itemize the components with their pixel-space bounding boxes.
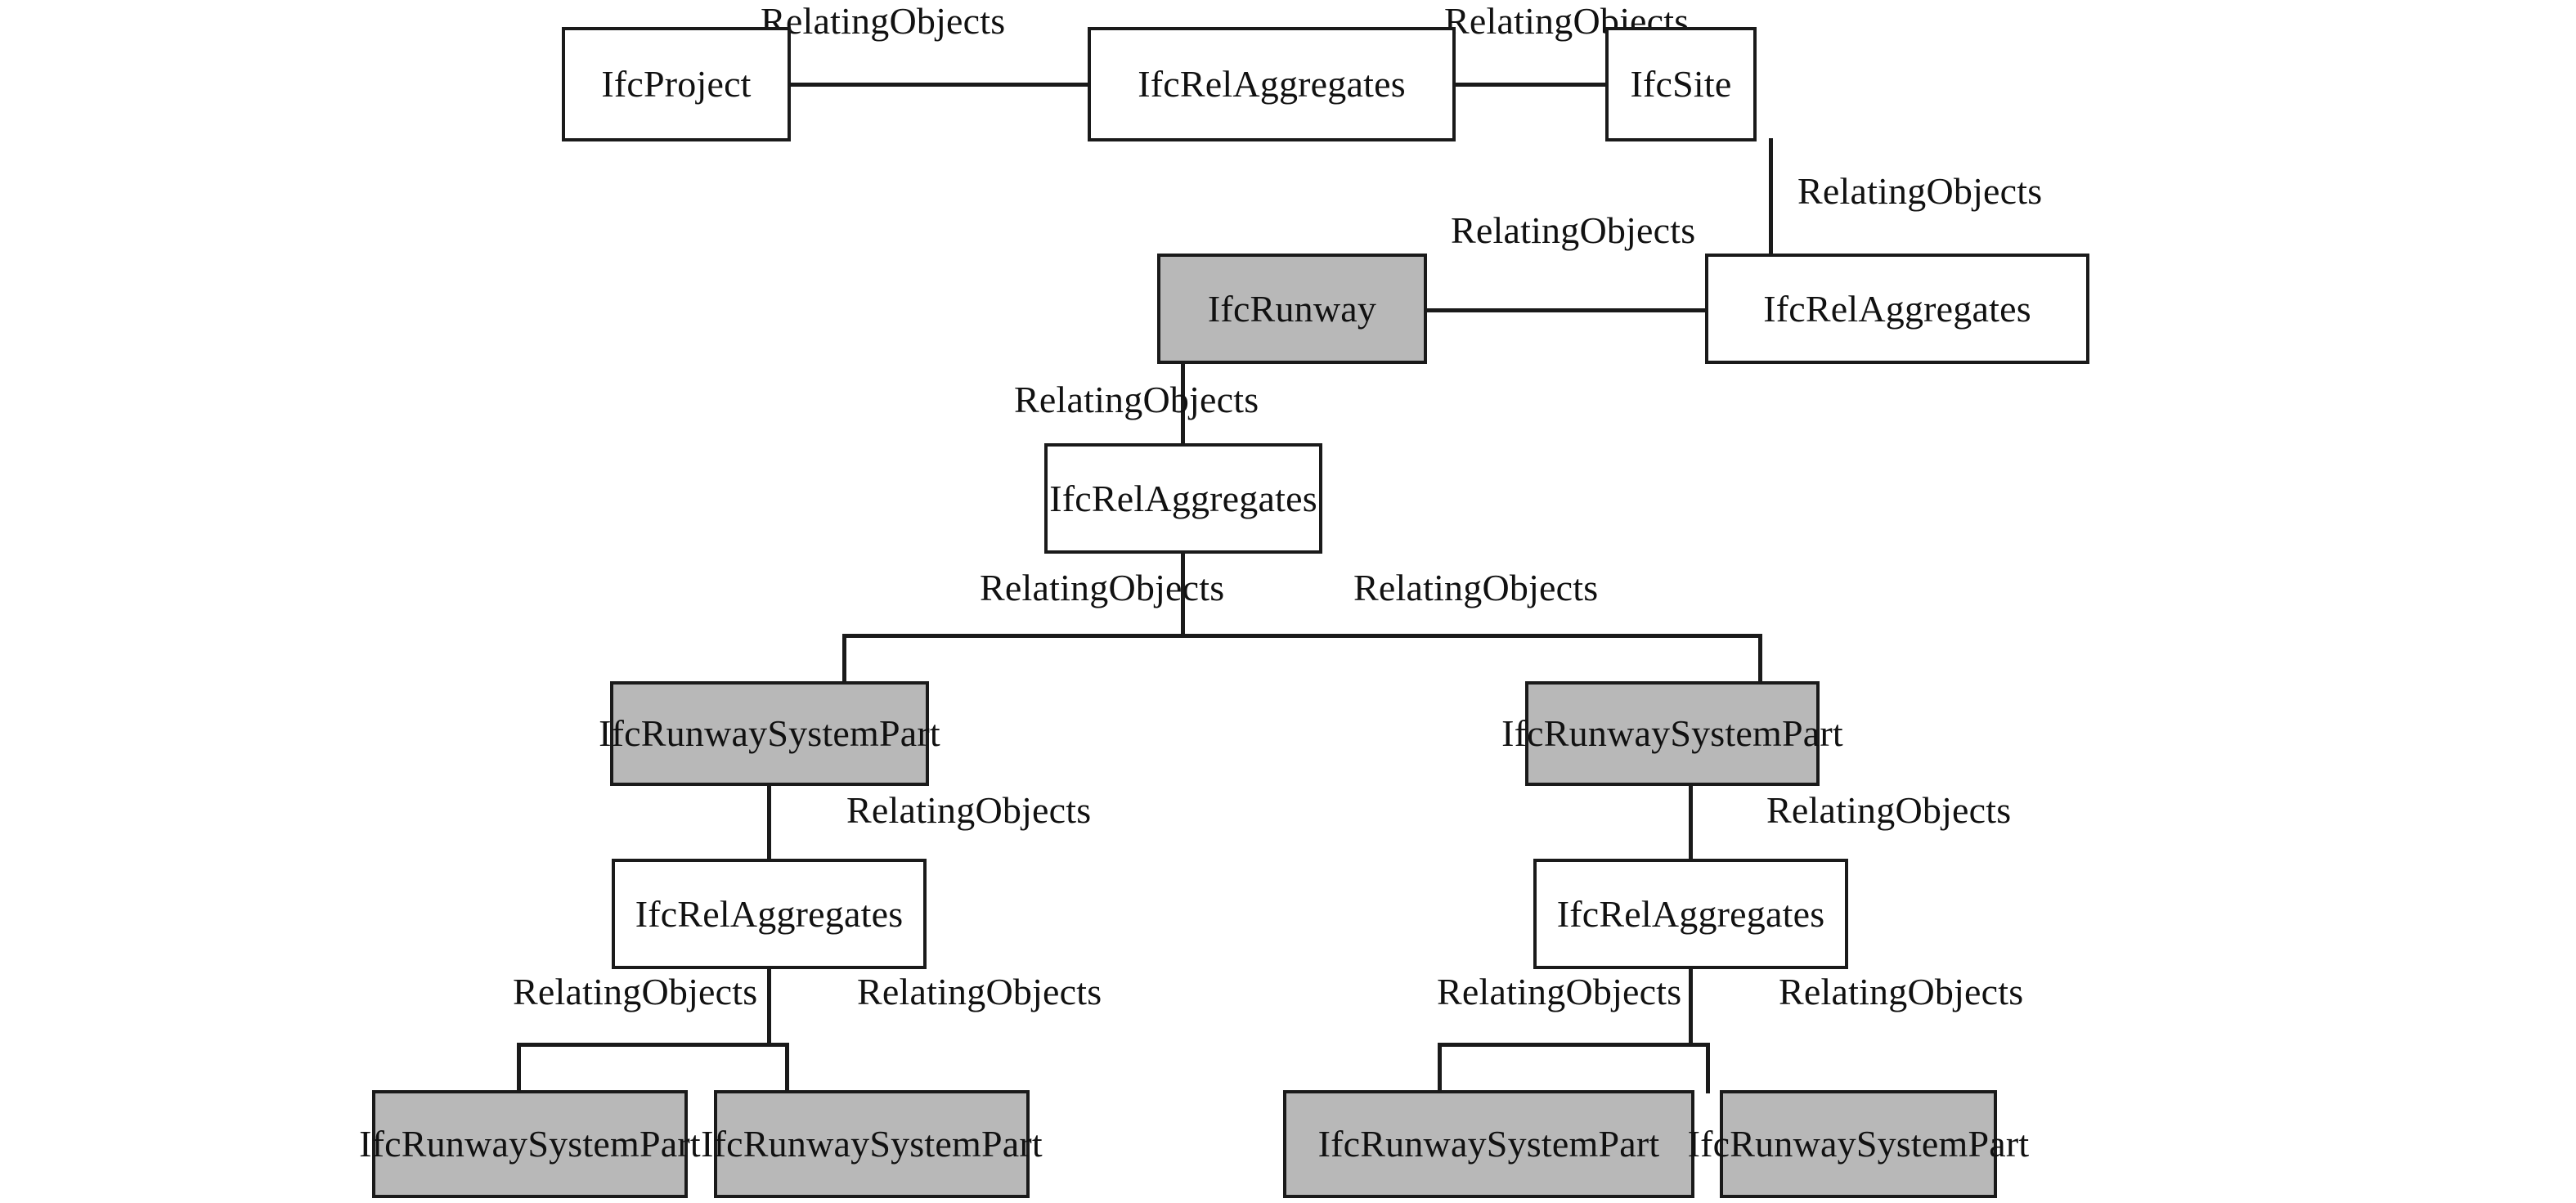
- node-relagg-project-site[interactable]: IfcRelAggregates: [1088, 27, 1456, 141]
- node-relagg-runway-parts[interactable]: IfcRelAggregates: [1044, 443, 1322, 554]
- edge-label-lbl-runway-relagg: RelatingObjects: [1451, 209, 1696, 251]
- edge-label-lbl-left-part-down: RelatingObjects: [846, 789, 1092, 831]
- connector-conn-partleft-down: [767, 783, 771, 862]
- connector-conn-right-leaf4-drop: [1706, 1043, 1710, 1093]
- connector-conn-right-leaf-bar: [1438, 1043, 1710, 1047]
- edge-label-lbl-project-relagg: RelatingObjects: [761, 0, 1006, 42]
- edge-label-lbl-right-part-down: RelatingObjects: [1766, 789, 2012, 831]
- connector-conn-project-to-relagg: [788, 83, 1091, 87]
- node-part-leaf-3[interactable]: IfcRunwaySystemPart: [1283, 1090, 1694, 1198]
- connector-conn-leftrel-down: [767, 966, 771, 1046]
- node-ifcproject[interactable]: IfcProject: [562, 27, 791, 141]
- connector-conn-site-down: [1769, 138, 1773, 257]
- node-part-right[interactable]: IfcRunwaySystemPart: [1501, 681, 1843, 786]
- connector-conn-runway-to-relagg: [1424, 308, 1708, 312]
- node-part-leaf-4[interactable]: IfcRunwaySystemPart: [1688, 1090, 2029, 1198]
- node-ifcrunway[interactable]: IfcRunway: [1157, 254, 1427, 364]
- edge-label-lbl-fanout-right: RelatingObjects: [1353, 567, 1599, 608]
- connector-conn-left-leaf2-drop: [785, 1043, 789, 1093]
- node-part-leaf-1[interactable]: IfcRunwaySystemPart: [359, 1090, 701, 1198]
- connector-conn-fan-right-drop: [1758, 634, 1762, 685]
- edge-label-lbl-site-relagg: RelatingObjects: [1797, 170, 2043, 212]
- node-part-left[interactable]: IfcRunwaySystemPart: [599, 681, 940, 786]
- node-ifcsite[interactable]: IfcSite: [1605, 27, 1757, 141]
- node-relagg-right-parts[interactable]: IfcRelAggregates: [1533, 859, 1848, 969]
- edge-label-lbl-leaf3: RelatingObjects: [1437, 971, 1682, 1012]
- connector-conn-partright-down: [1689, 783, 1693, 862]
- connector-conn-right-leaf3-drop: [1438, 1043, 1442, 1093]
- node-part-leaf-2[interactable]: IfcRunwaySystemPart: [701, 1090, 1043, 1198]
- connector-conn-fan-left-drop: [842, 634, 846, 685]
- edge-label-lbl-leaf2: RelatingObjects: [857, 971, 1102, 1012]
- connector-conn-relagg-to-site: [1452, 83, 1609, 87]
- edge-label-lbl-runway-down: RelatingObjects: [1014, 379, 1259, 420]
- connector-conn-relagg-fan-down: [1181, 550, 1185, 636]
- connector-conn-runway-down: [1181, 361, 1185, 447]
- edge-label-lbl-leaf1: RelatingObjects: [513, 971, 758, 1012]
- connector-conn-left-leaf-bar: [517, 1043, 789, 1047]
- connector-conn-rightrel-down: [1689, 966, 1693, 1046]
- edge-label-lbl-fanout-left: RelatingObjects: [980, 567, 1225, 608]
- connector-conn-fan-bar: [842, 634, 1762, 638]
- edge-label-lbl-leaf4: RelatingObjects: [1779, 971, 2024, 1012]
- node-relagg-left-parts[interactable]: IfcRelAggregates: [612, 859, 927, 969]
- connector-conn-left-leaf1-drop: [517, 1043, 521, 1093]
- node-relagg-site-runway[interactable]: IfcRelAggregates: [1705, 254, 2089, 364]
